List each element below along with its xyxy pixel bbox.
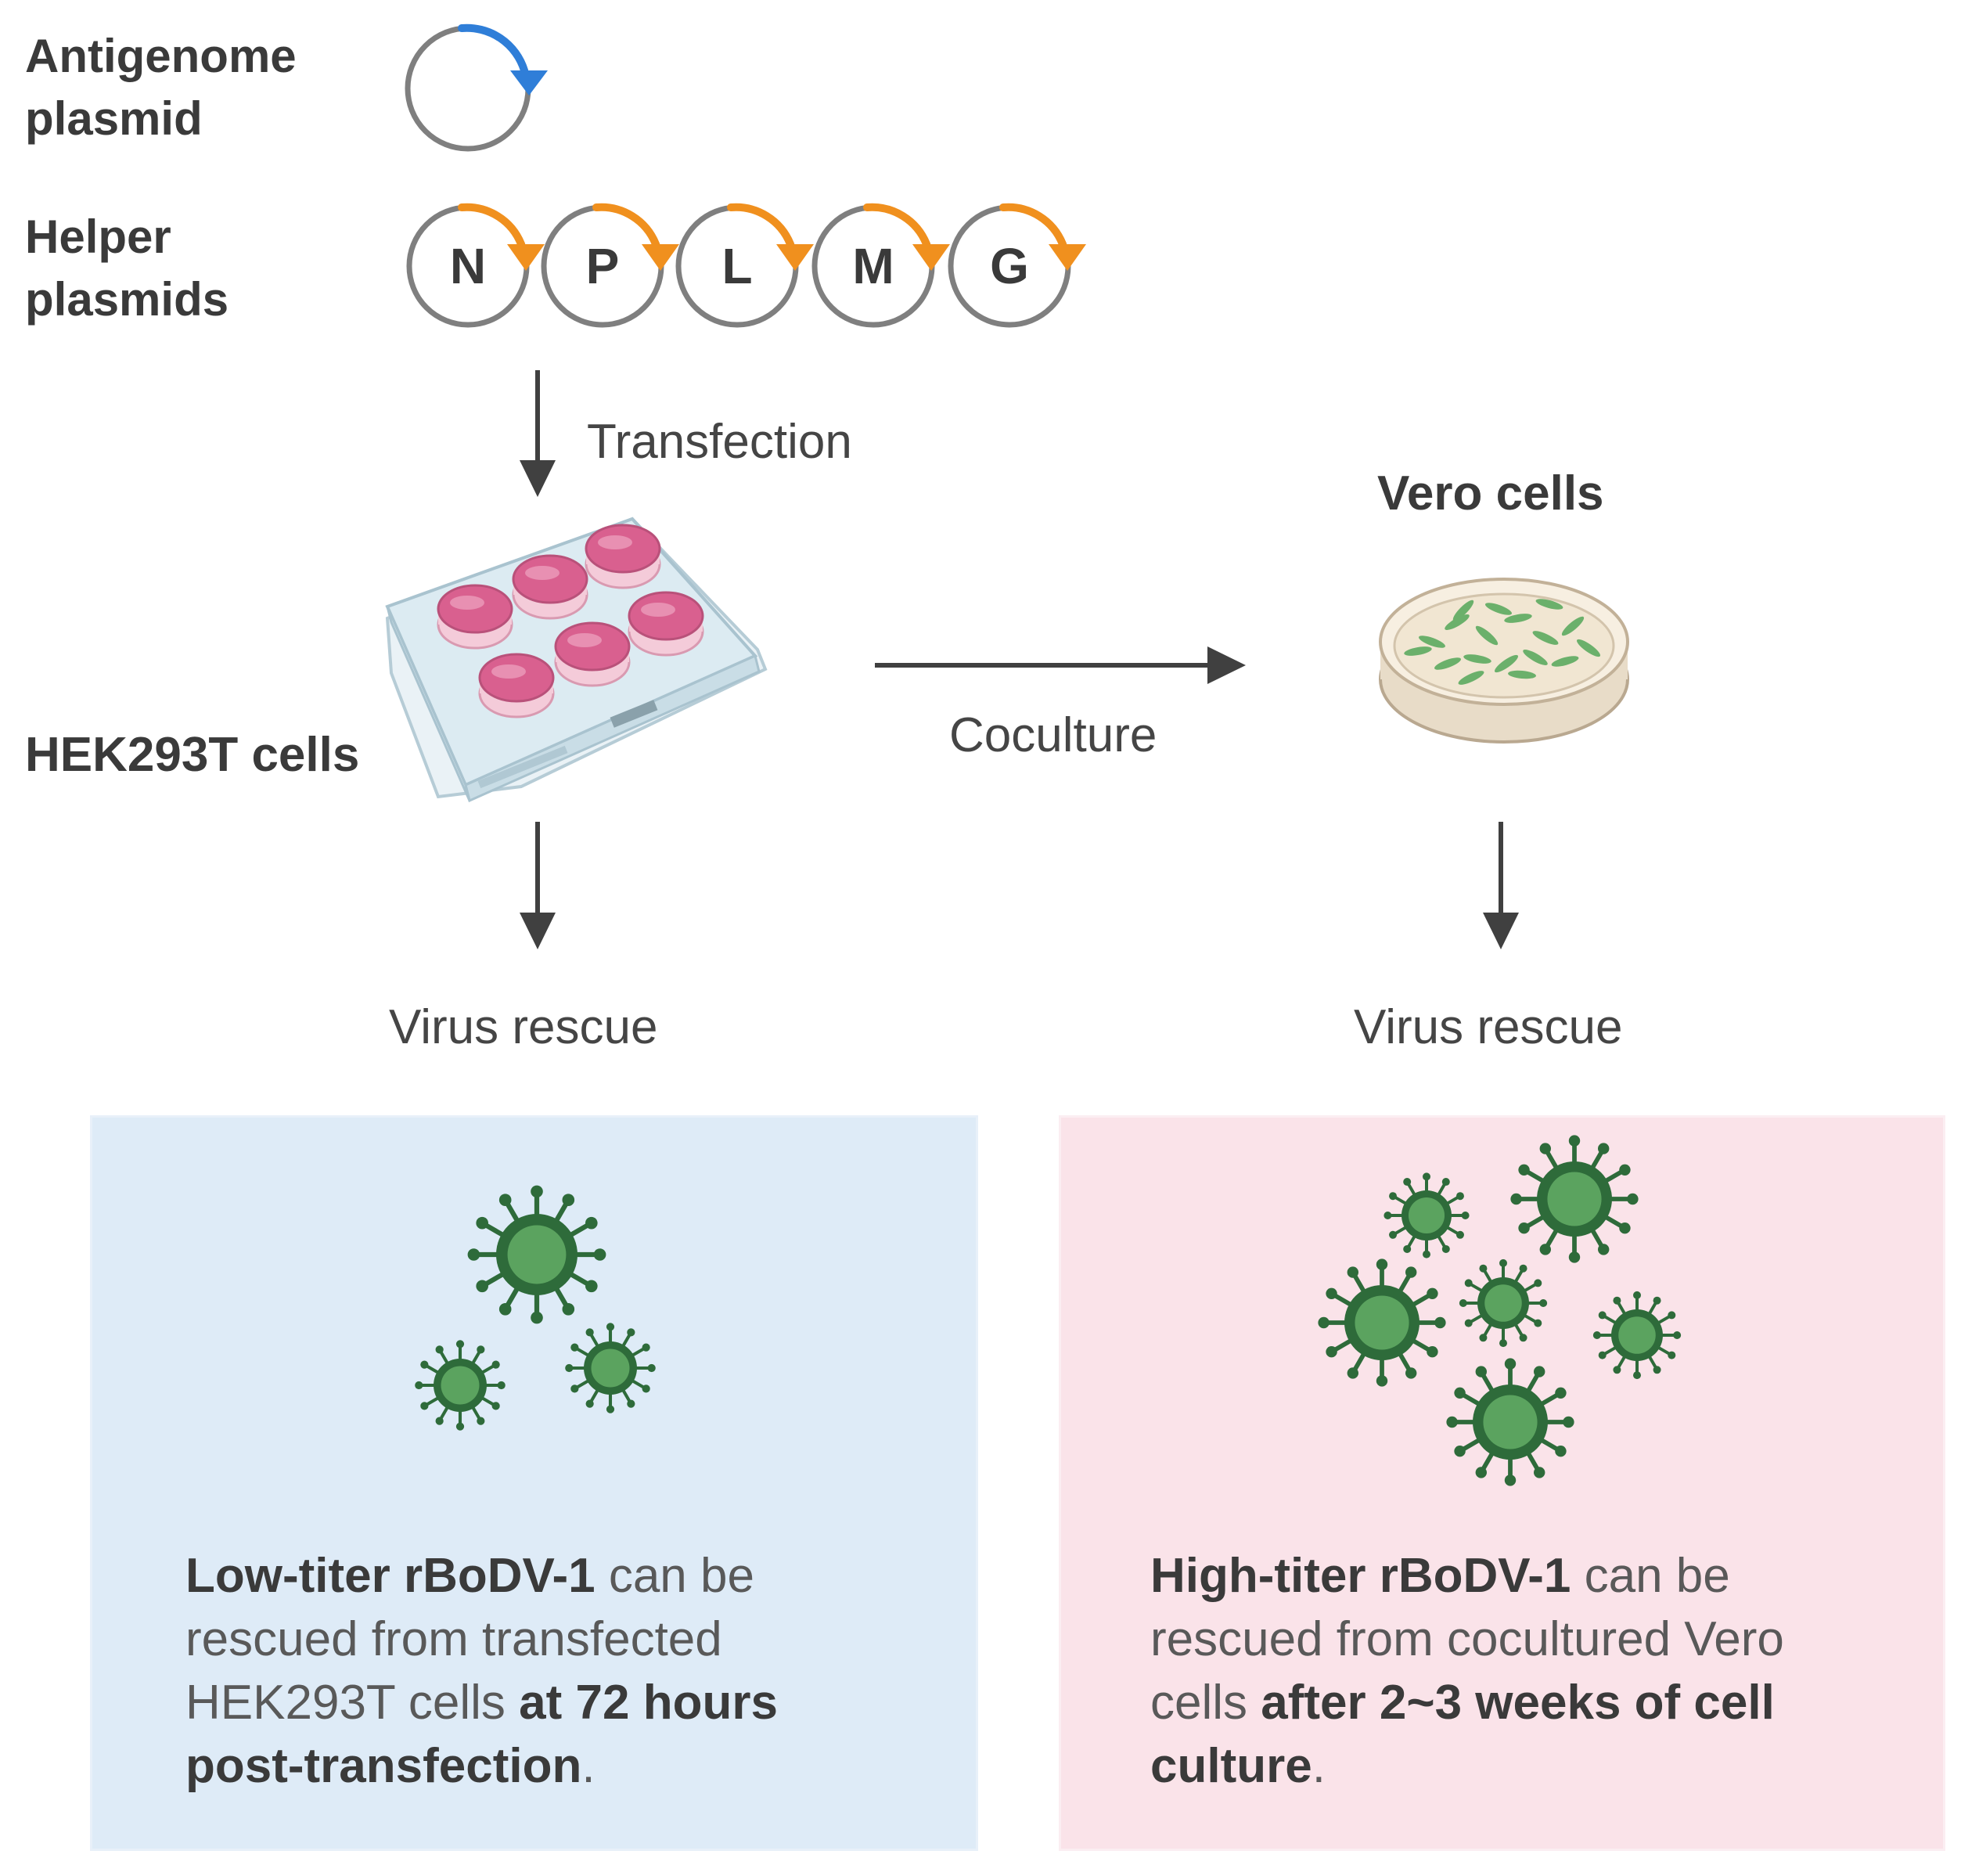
dish-cell-12 [1484,603,1513,615]
helper-label: Helper plasmids [25,206,228,331]
high-titer-line-3-seg-2: after 2~3 weeks of cell [1261,1676,1775,1730]
high-titer-line-1: High-titer rBoDV-1 can be [1150,1544,1784,1608]
dish-cell-3 [1475,625,1499,646]
dish-cell-4 [1504,614,1532,623]
virus-icon-small-left-1 [415,1340,506,1431]
dish-cell-9 [1494,654,1519,673]
dish-cell-17 [1508,670,1536,679]
helper-label-line2: plasmids [25,273,229,326]
helper-plasmid-l-icon [675,203,814,328]
virus-icon-right-4 [1459,1258,1548,1348]
low-titer-line-3-seg-1: HEK293T cells [185,1676,520,1730]
antigenome-label: Antigenome plasmid [25,25,297,150]
dish-cell-15 [1576,639,1601,657]
vero-cells-label: Vero cells [1377,466,1604,520]
antigenome-plasmid-icon [405,23,548,152]
virus-icon-right-2 [1510,1135,1639,1263]
well-5 [554,621,631,687]
virus-icon-right-1 [1383,1172,1470,1258]
low-titer-line-2-seg-1: rescued from transfected [185,1612,722,1666]
dish-cell-1 [1418,636,1446,648]
high-titer-line-3-seg-1: cells [1150,1676,1261,1730]
low-titer-line-4: post-transfection. [185,1734,778,1798]
dish-cell-16 [1404,646,1432,656]
virus-icon-right-6 [1446,1358,1574,1486]
low-titer-line-1-seg-2: can be [595,1549,754,1603]
low-titer-virus-group [415,1185,656,1431]
well-4 [478,653,555,718]
low-titer-line-4-seg-1: post-transfection [185,1739,582,1793]
high-titer-line-3: cells after 2~3 weeks of cell [1150,1671,1784,1734]
dish-cell-13 [1452,600,1474,621]
helper-label-line1: Helper [25,211,171,263]
well-1 [437,584,513,650]
low-titer-line-2: rescued from transfected [185,1608,778,1671]
dish-cell-2 [1445,614,1470,630]
helper-gene-n-label: N [449,238,487,294]
high-titer-line-2: rescued from cocultured Vero [1150,1608,1784,1671]
low-titer-line-4-seg-2: . [581,1739,595,1793]
dish-cell-11 [1551,656,1579,667]
coculture-label: Coculture [949,708,1157,762]
high-titer-line-1-seg-1: High-titer rBoDV-1 [1150,1549,1571,1603]
high-titer-line-4-seg-2: . [1312,1739,1326,1793]
antigenome-label-line1: Antigenome [25,30,297,82]
dish-cell-6 [1561,616,1585,636]
virus-icon-right-5 [1592,1291,1682,1380]
low-titer-line-3-seg-2: at 72 hours [519,1676,778,1730]
high-titer-line-4: culture. [1150,1734,1784,1798]
virus-icon-large-left [467,1185,606,1324]
dish-cell-8 [1463,654,1491,664]
high-titer-line-2-seg-1: rescued from cocultured Vero [1150,1612,1784,1666]
transfection-label: Transfection [587,415,852,469]
petri-dish-illustration [1379,578,1629,744]
virus-rescue-left-label: Virus rescue [389,1000,658,1054]
helper-plasmid-m-icon [811,203,950,328]
hek-cells-label: HEK293T cells [25,728,360,782]
virus-icon-small-left-2 [565,1323,656,1413]
helper-gene-m-label: M [852,238,894,294]
helper-gene-l-label: L [721,238,753,294]
antigenome-label-line2: plasmid [25,92,203,145]
high-titer-virus-group [1318,1135,1682,1486]
hek-rescue-arrow [520,822,556,949]
helper-plasmids-group [406,203,1086,328]
dish-cell-5 [1532,631,1559,645]
vero-rescue-arrow [1483,822,1519,949]
well-6 [628,591,704,657]
dish-cell-10 [1523,650,1548,665]
well-3 [585,524,661,589]
high-titer-line-1-seg-2: can be [1571,1549,1730,1603]
low-titer-line-1-seg-1: Low-titer rBoDV-1 [185,1549,595,1603]
high-titer-line-4-seg-1: culture [1150,1739,1312,1793]
transfection-arrow [520,370,556,497]
virus-rescue-right-label: Virus rescue [1354,1000,1623,1054]
coculture-arrow [875,646,1246,684]
virus-icon-right-3 [1318,1258,1446,1387]
dish-cell-7 [1434,657,1462,670]
helper-plasmid-p-icon [541,203,679,328]
helper-gene-g-label: G [990,238,1029,294]
low-titer-line-1: Low-titer rBoDV-1 can be [185,1544,778,1608]
six-well-plate-illustration [385,517,768,803]
well-2 [512,554,588,620]
helper-plasmid-n-icon [406,203,545,328]
helper-plasmid-g-icon [948,203,1086,328]
dish-cell-18 [1458,671,1484,685]
dish-cell-14 [1535,599,1563,610]
helper-gene-p-label: P [585,238,620,294]
low-titer-line-3: HEK293T cells at 72 hours [185,1671,778,1734]
right-result-panel [1059,1115,1945,1851]
